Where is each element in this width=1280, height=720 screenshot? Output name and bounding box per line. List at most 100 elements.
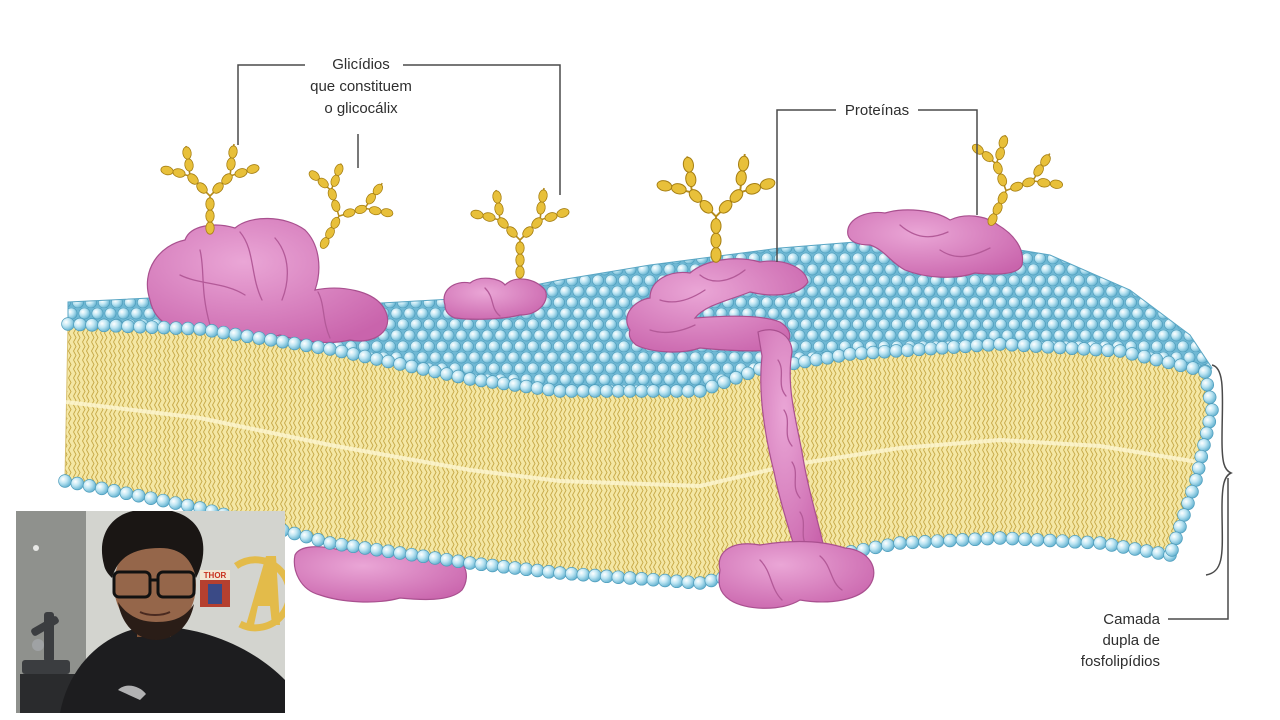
phospholipid-head <box>299 529 314 544</box>
phospholipid-head <box>530 381 545 395</box>
phospholipid-head <box>119 486 134 501</box>
phospholipid-head <box>542 565 556 579</box>
phospholipid-head <box>508 561 522 575</box>
phospholipid-head <box>1065 341 1079 355</box>
phospholipid-head <box>564 567 579 581</box>
phospholipid-head <box>381 544 396 559</box>
phospholipid-head <box>228 327 243 342</box>
phospholipid-head <box>334 344 349 359</box>
phospholipid-head <box>107 484 121 498</box>
avengers-logo <box>233 556 285 632</box>
leader-line-bilayer <box>1168 478 1229 620</box>
phospholipid-head <box>798 354 812 369</box>
phospholipid-head <box>576 567 591 582</box>
phospholipid-head <box>205 324 219 338</box>
phospholipid-head <box>1200 377 1215 392</box>
phospholipid-head <box>1055 534 1070 548</box>
phospholipid-head <box>1202 390 1217 405</box>
phospholipid-head <box>1125 347 1139 361</box>
label-glycocalyx: Glicídios que constituem o glicocálix <box>310 56 412 117</box>
phospholipid-head <box>439 367 454 381</box>
phospholipid-head <box>1128 542 1142 556</box>
phospholipid-head <box>439 552 454 567</box>
phospholipid-head <box>58 474 72 488</box>
phospholipid-head <box>958 339 973 354</box>
leader-line-glycocalyx-left <box>237 64 305 145</box>
phospholipid-head <box>216 325 231 340</box>
phospholipid-head <box>369 542 384 557</box>
phospholipid-head <box>404 359 419 374</box>
phospholipid-head <box>299 338 314 353</box>
phospholipid-head <box>935 341 950 355</box>
presenter <box>60 511 285 713</box>
phospholipid-head <box>416 362 431 376</box>
phospholipid-head <box>1018 532 1032 547</box>
phospholipid-head <box>369 352 384 366</box>
phospholipid-head <box>1005 337 1019 352</box>
phospholipid-head <box>323 536 337 550</box>
phospholipid-head <box>1191 461 1206 476</box>
phospholipid-head <box>866 345 880 360</box>
phospholipid-head <box>611 384 626 398</box>
phospholipid-head <box>1177 508 1191 522</box>
phospholipid-head <box>1186 361 1200 375</box>
transmembrane-protein-column <box>757 329 825 567</box>
protein-right <box>847 209 1024 278</box>
phospholipid-head <box>843 347 857 361</box>
transmembrane-protein-top <box>626 258 809 353</box>
phospholipid-head <box>1080 535 1095 550</box>
phospholipid-head <box>287 526 302 541</box>
phospholipid-head <box>634 572 649 586</box>
thor-poster: THOR <box>200 570 230 607</box>
phospholipid-head <box>85 318 99 332</box>
phospholipid-head <box>820 351 835 365</box>
phospholipid-head <box>693 576 707 590</box>
phospholipid-head <box>1005 531 1020 546</box>
phospholipid-head <box>881 538 895 552</box>
phospholipid-head <box>970 338 984 353</box>
phospholipid-head <box>947 340 961 354</box>
phospholipid-head <box>416 549 431 564</box>
glycan-chain <box>655 153 778 264</box>
phospholipid-head <box>1165 543 1179 557</box>
phospholipid-head <box>311 533 325 547</box>
phospholipid-head <box>1068 535 1082 549</box>
glycan-chain <box>469 187 571 280</box>
phospholipid-head <box>404 547 419 562</box>
phospholipid-head <box>1077 342 1091 356</box>
phospholipid-head <box>1173 519 1187 534</box>
phospholipid-head <box>428 551 442 565</box>
phospholipid-head <box>121 319 135 334</box>
phospholipid-head <box>955 533 970 547</box>
phospholipid-head <box>900 343 915 357</box>
phospholipid-head <box>381 354 396 369</box>
phospholipid-head <box>451 369 466 384</box>
phospholipid-head <box>1197 438 1211 452</box>
phospholipid-head <box>588 568 602 583</box>
phospholipid-head <box>1041 340 1055 354</box>
phospholipid-head <box>889 344 903 358</box>
phospholipid-head <box>1113 344 1127 358</box>
phospholipid-head <box>463 372 477 386</box>
phospholipid-head <box>611 570 626 584</box>
phospholipid-head <box>181 321 195 336</box>
phospholipid-head <box>358 349 372 364</box>
phospholipid-head <box>485 558 500 573</box>
phospholipid-head <box>264 333 278 347</box>
transmembrane-protein-bottom <box>718 540 875 609</box>
protein-small-middle <box>443 277 547 320</box>
phospholipid-head <box>474 557 489 572</box>
phospholipid-head <box>930 534 945 548</box>
label-glycocalyx-line-3: o glicocálix <box>324 100 398 117</box>
phospholipid-head <box>832 349 846 363</box>
phospholipid-head <box>1089 342 1103 357</box>
phospholipid-head <box>428 364 442 379</box>
phospholipid-head <box>1185 484 1199 499</box>
transmembrane-protein-fold <box>777 359 809 549</box>
phospholipid-head <box>252 331 266 345</box>
phospholipid-head <box>334 537 349 552</box>
phospholipid-head <box>1169 531 1183 546</box>
phospholipid-head <box>519 379 534 394</box>
phospholipid-head <box>358 541 372 555</box>
